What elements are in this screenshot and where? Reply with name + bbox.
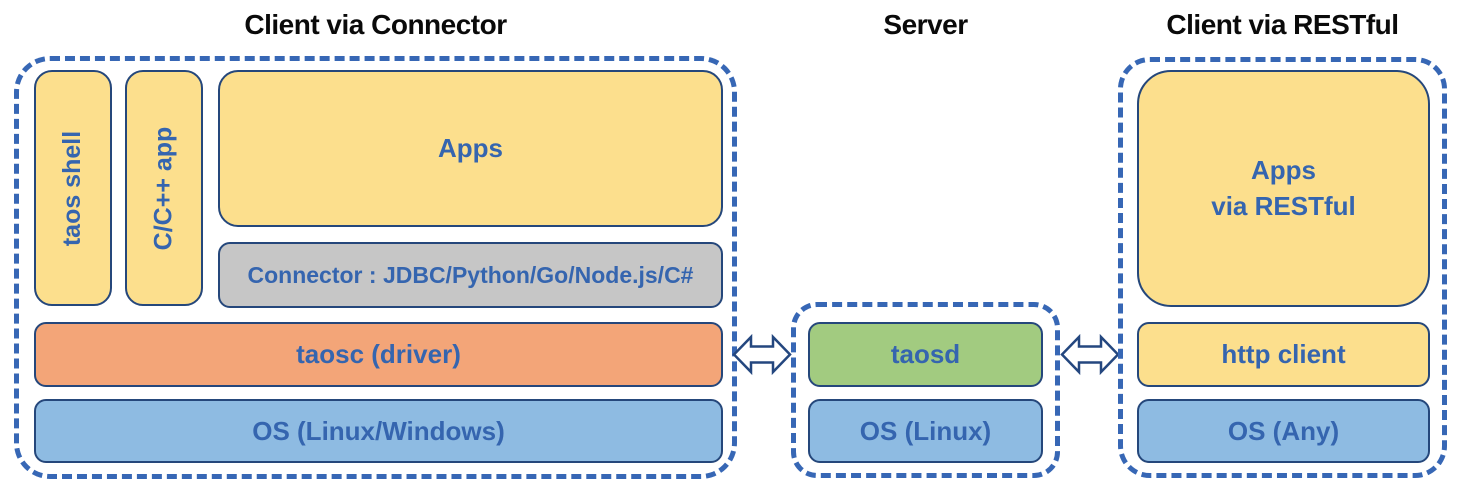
cpp-app-label: C/C++ app [149,126,178,250]
taosd-label: taosd [890,339,961,369]
taos-shell-box: taos shell [34,70,112,306]
os-linux-windows-box: OS (Linux/Windows) [34,399,723,463]
section-title-client-via-restful: Client via RESTful [1166,9,1399,40]
taos-shell-label: taos shell [58,130,87,246]
client-via-restful-group [1118,57,1447,478]
section-title-client-via-connector: Client via Connector [244,9,507,40]
http-client-box: http client [1137,322,1430,387]
os-linux-label: OS (Linux) [859,415,992,446]
server-group [791,302,1060,478]
connector-box: Connector : JDBC/Python/Go/Node.js/C# [218,242,723,308]
os-linux-windows-label: OS (Linux/Windows) [252,415,505,446]
client-via-connector-group [14,56,737,479]
section-title-server: Server [883,9,968,40]
taosc-driver-label: taosc (driver) [296,339,461,369]
os-any-label: OS (Any) [1227,415,1340,446]
cpp-app-box: C/C++ app [125,70,203,306]
apps-via-restful-label-line1: Apps [1251,155,1316,186]
apps-via-restful-box: Apps via RESTful [1137,70,1430,307]
connector-label: Connector : JDBC/Python/Go/Node.js/C# [247,261,694,288]
os-linux-box: OS (Linux) [808,399,1043,463]
http-client-label: http client [1221,339,1346,369]
taosc-driver-box: taosc (driver) [34,322,723,387]
right-double-arrow-icon [1060,333,1120,376]
left-double-arrow-icon [732,333,792,376]
apps-box: Apps [218,70,723,227]
taosd-box: taosd [808,322,1043,387]
os-any-box: OS (Any) [1137,399,1430,463]
apps-label: Apps [438,133,503,163]
apps-via-restful-label-line2: via RESTful [1211,190,1356,221]
